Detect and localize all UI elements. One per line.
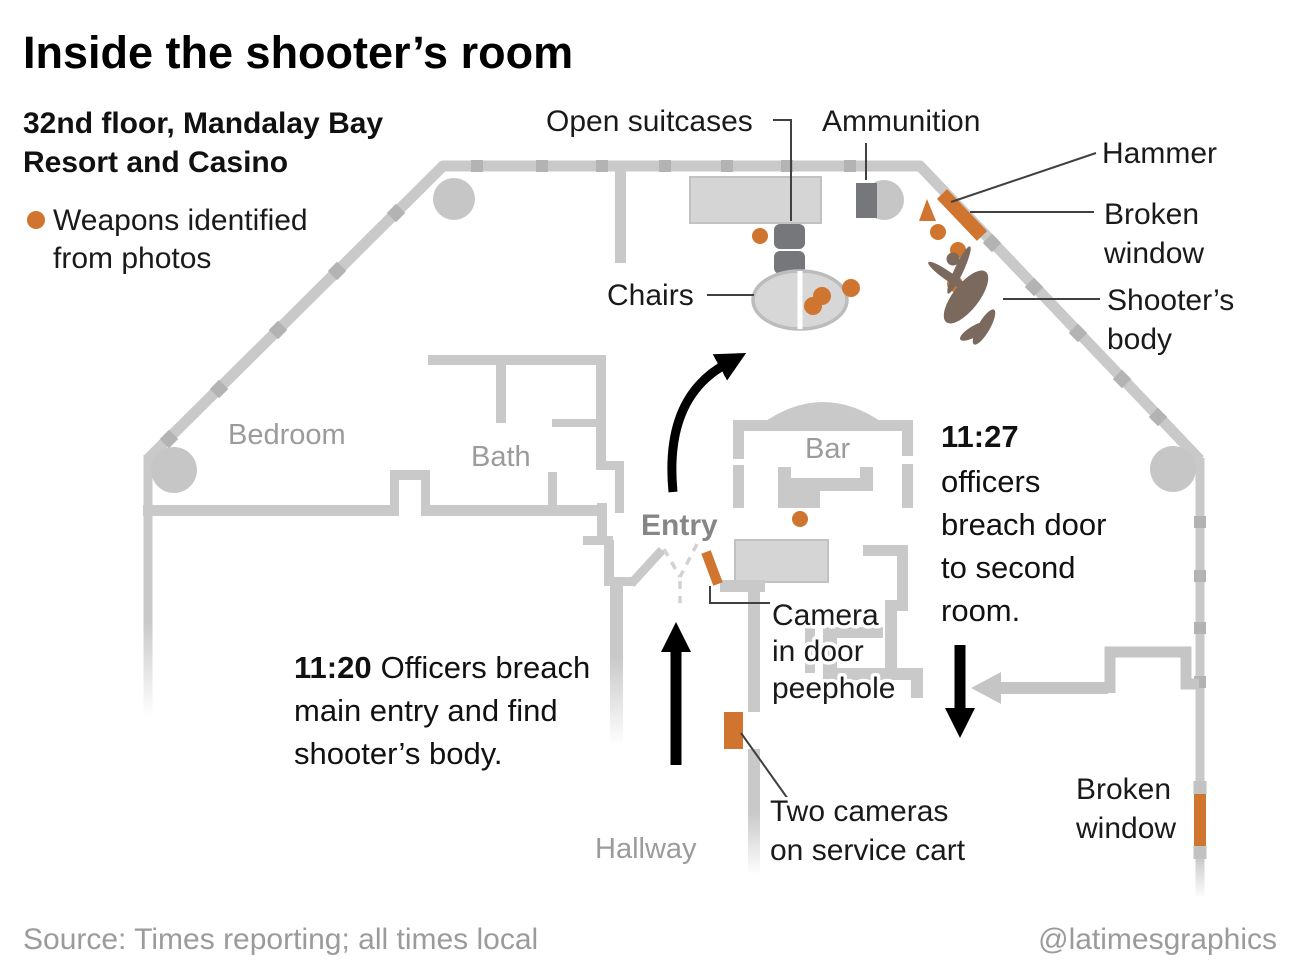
service-cart-cameras — [724, 712, 743, 749]
breach-direction-arrow — [971, 672, 1108, 704]
column — [151, 447, 197, 493]
time-annotations: 11:27 officers breach door to second roo… — [294, 419, 1106, 771]
legend-line2: from photos — [53, 242, 211, 275]
entry-curve-arrow — [667, 352, 747, 493]
shooters-body-label: Shooter’s — [1107, 284, 1234, 317]
entry-door-with-camera — [701, 550, 723, 586]
bar-counter — [778, 467, 791, 480]
social-credit: @latimesgraphics — [1038, 923, 1277, 956]
hallway-walls — [610, 586, 760, 875]
shooter-body — [928, 246, 996, 345]
closet-block — [734, 539, 829, 583]
svg-text:window: window — [1103, 237, 1204, 270]
two-cameras-leader — [740, 732, 789, 800]
broken-window-top — [936, 189, 988, 241]
room-divider-wall — [615, 166, 626, 263]
bath-walls — [428, 355, 624, 545]
svg-text:body: body — [1107, 323, 1172, 356]
furniture — [689, 176, 877, 331]
broken-window-bottom-label: Broken — [1076, 773, 1171, 806]
svg-text:window: window — [1075, 812, 1176, 845]
room-labels: Bedroom Bath Bar Entry Hallway — [228, 419, 854, 869]
svg-text:shooter’s body.: shooter’s body. — [294, 736, 503, 771]
hammer-marker — [919, 199, 936, 221]
column — [433, 178, 475, 220]
right-wall-fade — [1195, 858, 1205, 898]
outer-walls — [143, 160, 1205, 898]
entry-walls — [583, 536, 666, 588]
legend-line1: Weapons identified — [53, 204, 308, 237]
svg-text:main entry and find: main entry and find — [294, 693, 558, 728]
bedroom-label: Bedroom — [228, 419, 346, 451]
callout-labels: Open suitcases Ammunition Hammer Broken … — [546, 105, 1234, 871]
svg-text:peephole: peephole — [772, 672, 895, 705]
weapon-dot — [930, 224, 946, 240]
weapon-dot — [842, 279, 860, 297]
suitcase-open-2 — [774, 251, 805, 274]
svg-text:on service cart: on service cart — [770, 834, 966, 867]
bath-label: Bath — [471, 441, 531, 473]
svg-text:breach door: breach door — [941, 507, 1106, 542]
left-wall-fade — [143, 622, 153, 717]
svg-text:to second: to second — [941, 550, 1075, 585]
open-suitcases-leader — [773, 119, 792, 221]
hallway-label: Hallway — [595, 833, 697, 865]
subtitle-line2: Resort and Casino — [23, 146, 288, 179]
second-room-walls — [1104, 646, 1199, 693]
door-swing-dashes — [662, 543, 699, 603]
window-mullions — [159, 160, 1207, 859]
camera-peephole-label: Camera — [772, 599, 879, 632]
two-cameras-label: Two cameras — [770, 795, 948, 828]
broken-window-top-label: Broken — [1104, 198, 1199, 231]
svg-text:officers: officers — [941, 464, 1040, 499]
bar-label: Bar — [805, 433, 850, 465]
interior-walls — [143, 166, 1199, 875]
weapon-dot — [752, 228, 768, 244]
camera-peephole-leader — [709, 586, 770, 604]
hallway-right-wall-upper — [748, 580, 760, 712]
bar-arch — [763, 402, 883, 423]
inner-door-room-walls — [720, 539, 923, 712]
ammunition-box — [856, 183, 877, 218]
svg-text:room.: room. — [941, 593, 1020, 628]
annotation-1127-time: 11:27 — [941, 419, 1019, 454]
broken-window-bottom — [1194, 794, 1206, 846]
entry-label: Entry — [641, 509, 718, 542]
hammer-leader — [950, 152, 1097, 203]
legend: Weapons identified from photos — [27, 204, 308, 275]
open-suitcases-label: Open suitcases — [546, 105, 753, 138]
suitcase-open-1 — [774, 224, 805, 249]
outer-wall-shell — [144, 160, 1204, 464]
table — [689, 176, 822, 224]
page-title: Inside the shooter’s room — [23, 27, 573, 78]
chairs-pair — [751, 269, 849, 331]
column — [1150, 446, 1196, 492]
ammunition-label: Ammunition — [822, 105, 980, 138]
weapon-dot — [792, 511, 808, 527]
subtitle-line1: 32nd floor, Mandalay Bay — [23, 107, 383, 140]
chairs-label: Chairs — [607, 279, 694, 312]
bar-walls — [733, 402, 913, 508]
weapon-dot — [813, 287, 831, 305]
evidence-items — [701, 189, 1206, 846]
source-credit: Source: Times reporting; all times local — [23, 923, 538, 956]
leader-lines — [707, 119, 1100, 800]
legend-weapon-dot — [27, 211, 45, 229]
movement-arrows — [661, 352, 975, 765]
hammer-label: Hammer — [1102, 137, 1217, 170]
svg-text:in door: in door — [772, 635, 864, 668]
